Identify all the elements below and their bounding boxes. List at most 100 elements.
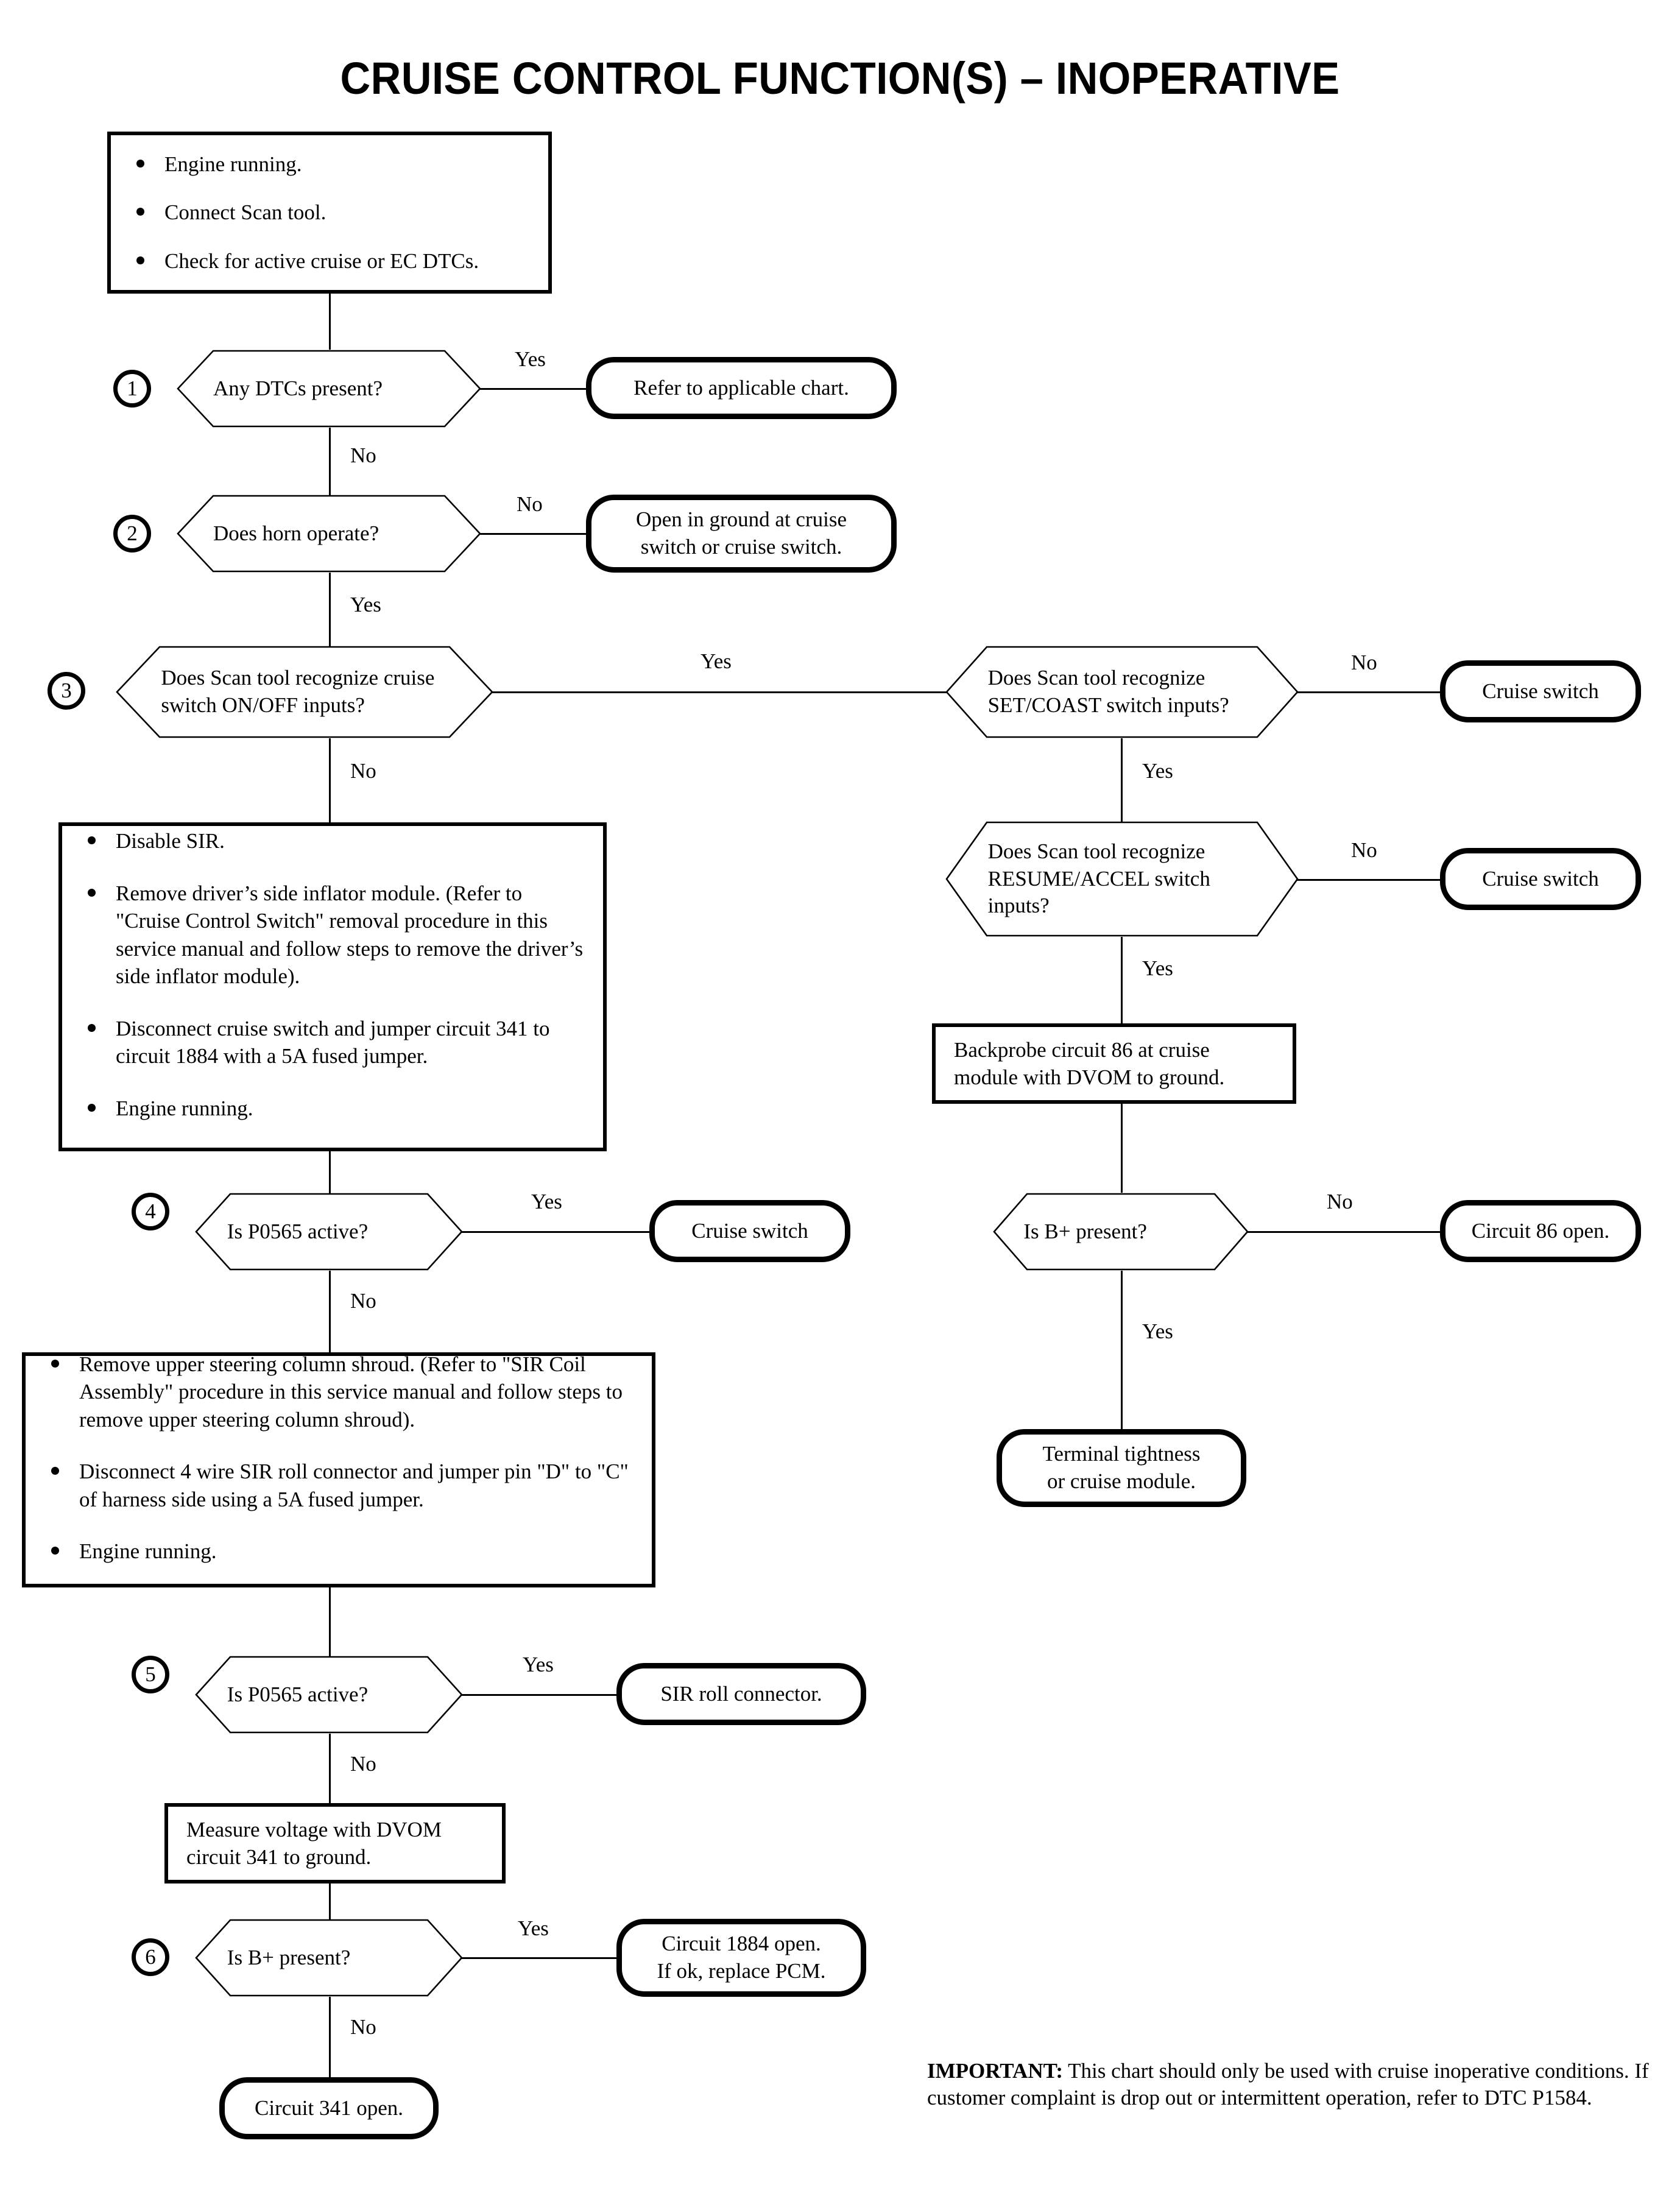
step-number-6: 6 xyxy=(132,1938,169,1976)
connector-step6-yes xyxy=(461,1957,619,1959)
result-open-in-ground-at-cruise-switch: Open in ground at cruise switch or cruis… xyxy=(586,495,897,573)
decision-scan-tool-resumeaccel: Does Scan tool recognize RESUME/ACCEL sw… xyxy=(945,821,1299,937)
decision-label: Is P0565 active? xyxy=(227,1219,369,1243)
decision-label: Does Scan tool recognize SET/COAST switc… xyxy=(987,666,1229,717)
branch-label-resumeaccel-yes: Yes xyxy=(1142,956,1173,980)
decision-label: Is B+ present? xyxy=(1023,1219,1147,1243)
connector-instruction2-to-step5 xyxy=(329,1587,331,1657)
hexagon-outline xyxy=(945,821,1299,937)
decision-is-bplus-present-step6: Is B+ present? xyxy=(195,1919,463,1997)
result-circuit-341-open: Circuit 341 open. xyxy=(219,2077,439,2139)
connector-bplus-right-no xyxy=(1246,1231,1441,1233)
branch-label-setcoast-yes: Yes xyxy=(1142,759,1173,783)
branch-label-bplus-right-no: No xyxy=(1327,1190,1353,1213)
hexagon-outline xyxy=(177,350,481,428)
branch-label-step4-no: No xyxy=(350,1289,376,1313)
instruction2-bullet-3: Engine running. xyxy=(41,1537,634,1566)
instruction2-bullet-1: Remove upper steering column shroud. (Re… xyxy=(41,1350,634,1434)
hexagon-outline xyxy=(195,1919,463,1997)
result-cruise-switch-setcoast: Cruise switch xyxy=(1440,660,1641,722)
step-number-2: 2 xyxy=(113,515,151,552)
decision-is-p0565-active-step5: Is P0565 active? xyxy=(195,1656,463,1734)
connector-step2-to-step3 xyxy=(329,573,331,683)
hexagon-outline xyxy=(993,1193,1249,1271)
connector-step5-no-to-measure xyxy=(329,1734,331,1803)
measure-text: Measure voltage with DVOM circuit 341 to… xyxy=(186,1817,442,1869)
backprobe-text: Backprobe circuit 86 at cruise module wi… xyxy=(954,1037,1225,1090)
step-number-5: 5 xyxy=(132,1656,169,1693)
branch-label-bplus-right-yes: Yes xyxy=(1142,1319,1173,1343)
important-note-text: This chart should only be used with crui… xyxy=(927,2059,1649,2109)
hexagon-outline xyxy=(116,646,493,738)
measure-voltage-box: Measure voltage with DVOM circuit 341 to… xyxy=(164,1803,506,1883)
result-text: Terminal tightness or cruise module. xyxy=(1042,1442,1201,1493)
decision-any-dtcs-present: Any DTCs present? xyxy=(177,350,481,428)
instruction-box-steering-column-shroud: Remove upper steering column shroud. (Re… xyxy=(22,1352,655,1587)
important-note: IMPORTANT: This chart should only be use… xyxy=(927,2058,1649,2111)
result-circuit-86-open: Circuit 86 open. xyxy=(1440,1200,1641,1262)
instruction2-bullet-list: Remove upper steering column shroud. (Re… xyxy=(41,1350,634,1590)
result-refer-applicable-chart: Refer to applicable chart. xyxy=(586,357,897,419)
connector-step1-to-step2 xyxy=(329,428,331,501)
decision-label: Is B+ present? xyxy=(227,1945,351,1969)
hexagon-outline xyxy=(177,495,481,573)
instruction1-bullet-2: Remove driver’s side inflator module. (R… xyxy=(78,880,585,990)
decision-label: Does Scan tool recognize RESUME/ACCEL sw… xyxy=(987,839,1210,918)
instruction2-bullet-2: Disconnect 4 wire SIR roll connector and… xyxy=(41,1458,634,1513)
step-number-1: 1 xyxy=(113,370,151,408)
connector-step3-no-to-instruction1 xyxy=(329,738,331,822)
branch-label-step3-no: No xyxy=(350,759,376,783)
connector-step1-yes xyxy=(480,388,587,390)
result-text: Circuit 1884 open. If ok, replace PCM. xyxy=(657,1932,826,1983)
connector-step3-yes-to-setcoast xyxy=(491,691,948,693)
instruction1-bullet-1: Disable SIR. xyxy=(78,827,585,855)
connector-setcoast-no xyxy=(1296,691,1441,693)
result-terminal-tightness-or-cruise-module: Terminal tightness or cruise module. xyxy=(997,1429,1246,1507)
branch-label-step1-yes: Yes xyxy=(515,347,546,371)
decision-is-p0565-active-step4: Is P0565 active? xyxy=(195,1193,463,1271)
decision-scan-tool-cruise-onoff: Does Scan tool recognize cruise switch O… xyxy=(116,646,493,738)
branch-label-resumeaccel-no: No xyxy=(1351,838,1377,862)
branch-label-step4-yes: Yes xyxy=(531,1190,562,1213)
connector-instruction1-to-step4 xyxy=(329,1151,331,1194)
branch-label-step3-yes: Yes xyxy=(701,649,732,673)
connector-step6-no-to-final xyxy=(329,1997,331,2077)
decision-label: Any DTCs present? xyxy=(213,376,383,400)
result-circuit-1884-open: Circuit 1884 open. If ok, replace PCM. xyxy=(616,1919,866,1997)
result-cruise-switch-step4: Cruise switch xyxy=(649,1200,850,1262)
decision-label: Does Scan tool recognize cruise switch O… xyxy=(161,666,435,717)
important-note-label: IMPORTANT: xyxy=(927,2059,1064,2083)
connector-setcoast-to-resumeaccel xyxy=(1121,738,1123,827)
step-number-4: 4 xyxy=(132,1193,169,1230)
page-title: CRUISE CONTROL FUNCTION(S) – INOPERATIVE xyxy=(340,53,1340,104)
start-conditions-box: Engine running. Connect Scan tool. Check… xyxy=(107,132,552,294)
decision-does-horn-operate: Does horn operate? xyxy=(177,495,481,573)
instruction1-bullet-4: Engine running. xyxy=(78,1095,585,1123)
hexagon-outline xyxy=(945,646,1299,738)
instruction1-bullet-list: Disable SIR. Remove driver’s side inflat… xyxy=(78,827,585,1146)
connector-step4-no-to-instruction2 xyxy=(329,1271,331,1352)
decision-scan-tool-setcoast: Does Scan tool recognize SET/COAST switc… xyxy=(945,646,1299,738)
connector-start-to-step1 xyxy=(329,294,331,350)
connector-step5-yes xyxy=(461,1694,619,1696)
branch-label-step5-no: No xyxy=(350,1752,376,1776)
result-cruise-switch-resumeaccel: Cruise switch xyxy=(1440,848,1641,910)
hexagon-outline xyxy=(195,1656,463,1734)
branch-label-step6-yes: Yes xyxy=(518,1916,549,1940)
start-bullet-list: Engine running. Connect Scan tool. Check… xyxy=(127,150,530,275)
decision-is-bplus-present-right: Is B+ present? xyxy=(993,1193,1249,1271)
branch-label-step1-no: No xyxy=(350,443,376,467)
instruction1-bullet-3: Disconnect cruise switch and jumper circ… xyxy=(78,1015,585,1070)
start-bullet-3: Check for active cruise or EC DTCs. xyxy=(127,247,530,275)
result-text: Open in ground at cruise switch or cruis… xyxy=(635,507,847,559)
connector-bplus-right-to-final xyxy=(1121,1271,1123,1429)
branch-label-step5-yes: Yes xyxy=(523,1653,554,1676)
instruction-box-disable-sir: Disable SIR. Remove driver’s side inflat… xyxy=(58,822,607,1151)
decision-label: Does horn operate? xyxy=(213,521,379,545)
branch-label-step2-yes: Yes xyxy=(350,593,381,616)
start-bullet-1: Engine running. xyxy=(127,150,530,178)
connector-step4-yes xyxy=(461,1231,651,1233)
step-number-3: 3 xyxy=(48,672,85,710)
connector-step2-no xyxy=(480,533,587,535)
